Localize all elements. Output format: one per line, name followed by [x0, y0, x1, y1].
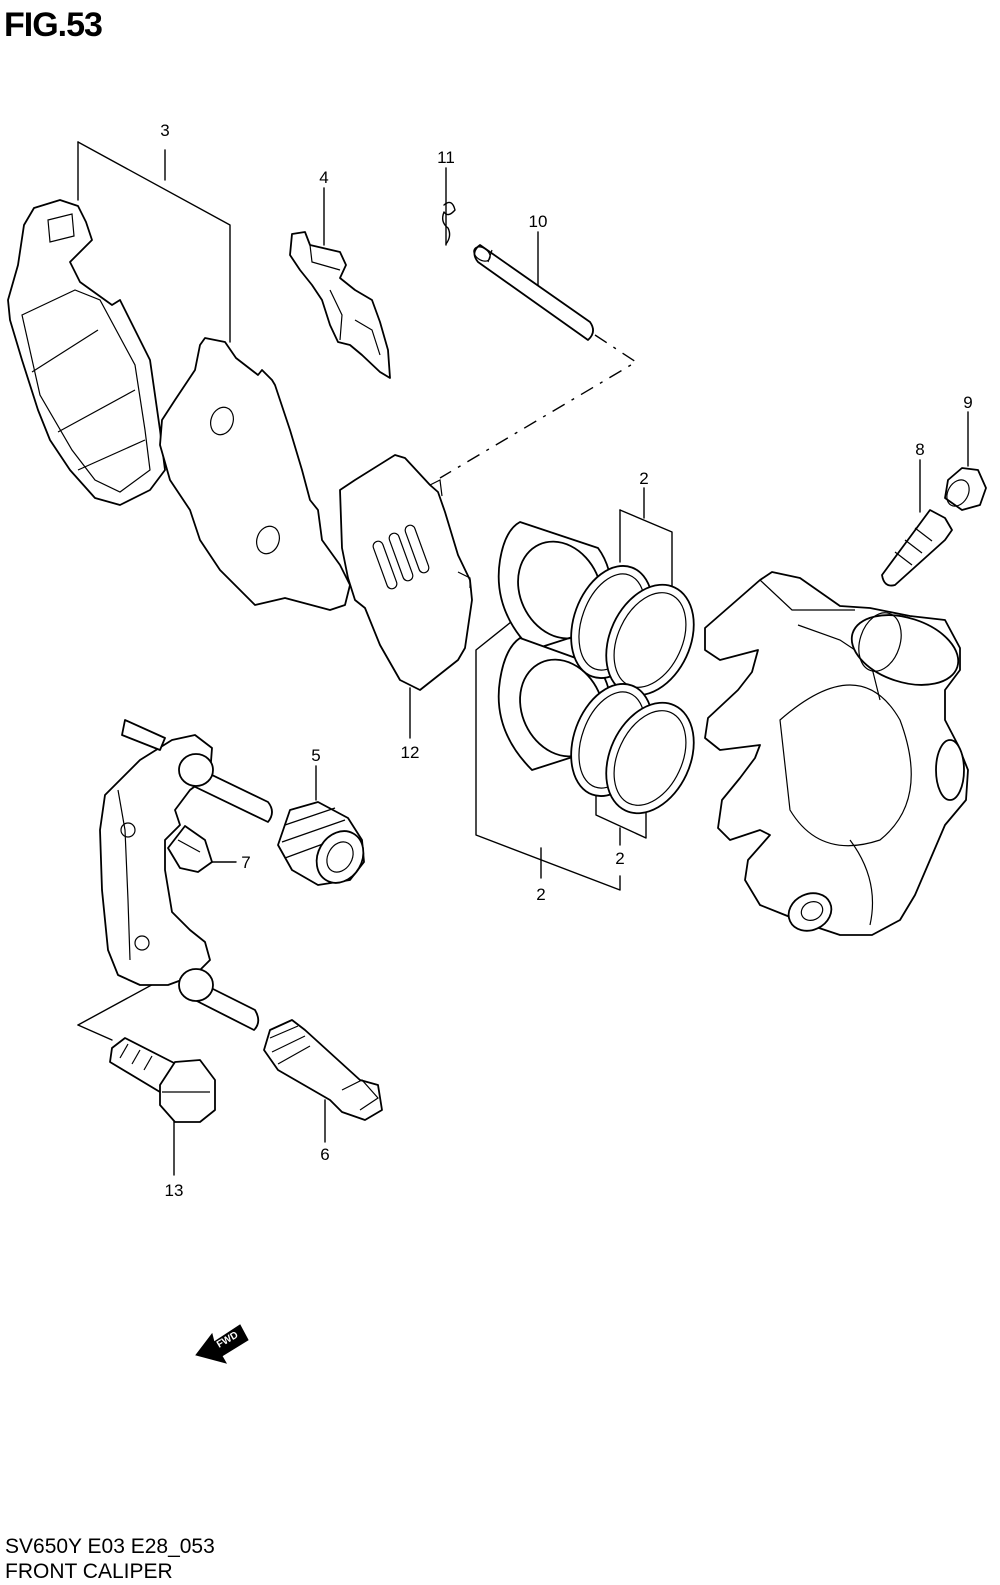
bleeder-valve — [881, 509, 953, 587]
mounting-bolt — [109, 1037, 216, 1123]
callout-4: 4 — [319, 168, 328, 187]
bracket-spring-clip — [167, 825, 213, 873]
callout-8: 8 — [915, 440, 924, 459]
pad-pin-clip — [441, 201, 456, 245]
callout-3: 3 — [160, 121, 169, 140]
footer-model-code: SV650Y E03 E28_053 — [5, 1535, 215, 1558]
pad-clip-plate — [339, 454, 473, 691]
callout-2-upper: 2 — [639, 469, 648, 488]
figure-title: FIG.53 — [4, 6, 103, 44]
footer-part-name: FRONT CALIPER — [5, 1560, 173, 1583]
caliper-body — [704, 571, 969, 936]
piston-seal-lower — [570, 683, 695, 815]
pad-pin — [473, 244, 594, 341]
bleeder-cap — [944, 467, 987, 511]
callout-9: 9 — [963, 393, 972, 412]
slide-pin-boot — [277, 801, 365, 886]
pad-spring — [289, 231, 391, 379]
leader-lines — [77, 141, 969, 1176]
callout-13: 13 — [165, 1181, 184, 1200]
brake-pad-set — [7, 199, 351, 611]
callout-2-lower: 2 — [615, 849, 624, 868]
forward-direction-arrow-icon: FWD — [195, 1324, 249, 1364]
callout-5: 5 — [311, 746, 320, 765]
callout-1: 2 — [536, 885, 545, 904]
callout-11: 11 — [437, 148, 455, 167]
caliper-bracket — [99, 719, 273, 1031]
callout-12: 12 — [401, 743, 420, 762]
callout-6: 6 — [320, 1145, 329, 1164]
slide-pin-sleeve — [263, 1019, 383, 1121]
callout-10: 10 — [529, 212, 548, 231]
callout-7: 7 — [241, 853, 250, 872]
piston-seal-upper — [570, 565, 695, 697]
